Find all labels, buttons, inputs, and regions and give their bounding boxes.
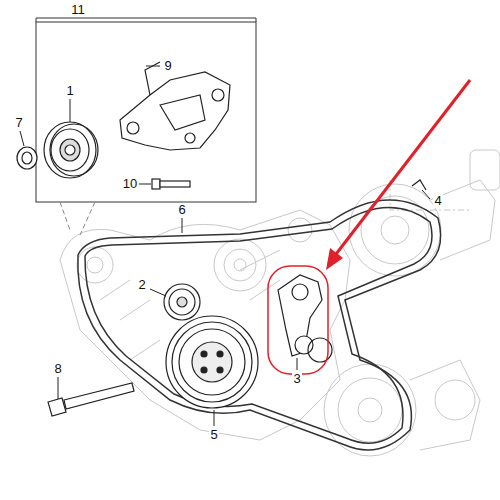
pointer-arrow <box>326 80 470 270</box>
bolt <box>152 179 190 189</box>
clip <box>412 180 426 190</box>
dust-cap <box>17 147 37 169</box>
leader-lines <box>20 66 430 426</box>
callout-number: 6 <box>177 203 186 217</box>
inset-box <box>36 18 256 235</box>
engine-block <box>60 150 500 456</box>
crankshaft-pulley <box>166 316 258 408</box>
idler-pulley <box>164 284 200 320</box>
callout-number: 10 <box>122 177 138 191</box>
callout-number: 5 <box>209 428 218 442</box>
belt-tensioner <box>278 275 332 362</box>
callout-number: 2 <box>137 278 146 292</box>
callout-number: 3 <box>292 372 301 386</box>
idler-pulley <box>44 122 98 178</box>
callout-number: 1 <box>65 84 74 98</box>
highlight-ring <box>268 266 328 374</box>
callout-number: 11 <box>70 3 86 17</box>
callout-number: 7 <box>14 116 23 130</box>
crank-bolt <box>48 383 134 416</box>
callout-number: 4 <box>433 194 442 208</box>
callout-number: 8 <box>53 362 62 376</box>
drive-belt <box>78 200 441 450</box>
callout-number: 9 <box>163 59 172 73</box>
tensioner-bracket <box>120 62 230 150</box>
